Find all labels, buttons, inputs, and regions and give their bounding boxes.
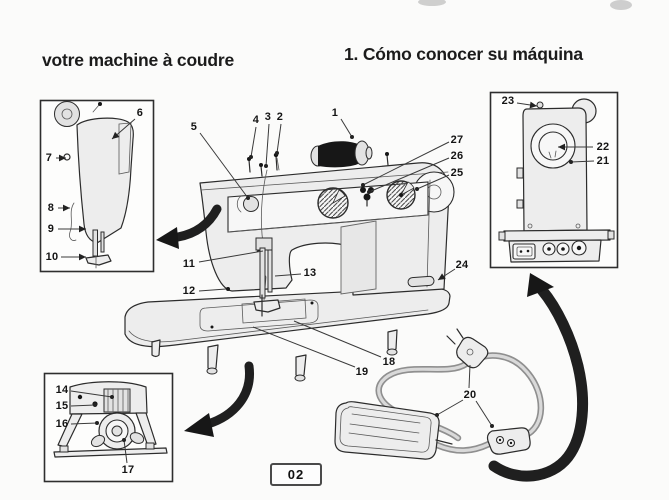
arrow-to-left-inset xyxy=(156,204,222,249)
wall-plug xyxy=(446,328,489,369)
machine-plug xyxy=(486,427,531,455)
leader-lines xyxy=(56,101,595,464)
scan-smudges xyxy=(418,0,632,10)
light-switch-knob xyxy=(407,275,435,288)
needle-plate xyxy=(199,299,319,332)
arrow-to-right-inset xyxy=(488,273,589,482)
title-spanish: 1. Cómo conocer su máquina xyxy=(344,44,583,64)
foot-pedal xyxy=(334,401,453,460)
underside-view xyxy=(53,381,168,458)
thread-guide-loop xyxy=(63,153,71,161)
clutch-screw xyxy=(536,101,544,109)
presser-foot-side xyxy=(85,254,112,266)
spool-pins xyxy=(247,152,389,177)
needle-bar-assembly xyxy=(253,237,281,317)
machine-bed xyxy=(124,287,451,348)
thread-spool xyxy=(310,140,373,168)
page-number-box: 02 xyxy=(270,463,322,486)
tension-dial xyxy=(243,196,259,212)
page-number: 02 xyxy=(287,467,305,482)
machine-rear-view xyxy=(498,98,615,263)
handwheel-side-icon xyxy=(54,101,80,127)
arrow-to-bottom-inset xyxy=(184,361,254,437)
presser-foot xyxy=(253,299,281,313)
head-side-view xyxy=(54,101,134,269)
gear-housing xyxy=(103,388,131,413)
title-french: votre machine à coudre xyxy=(42,50,235,70)
